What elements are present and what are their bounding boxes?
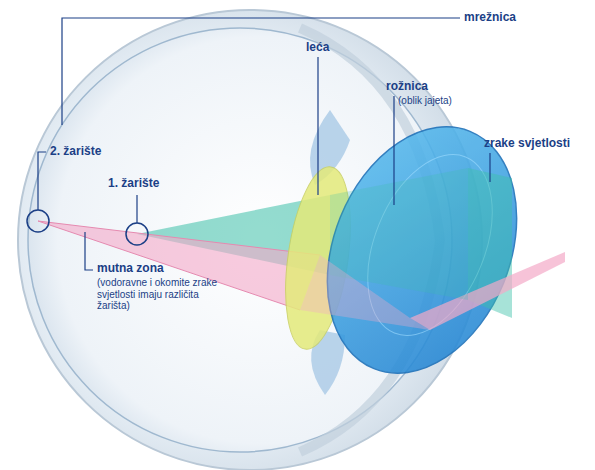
part-label: leća	[306, 41, 329, 55]
part-note: (oblik jajeta)	[398, 95, 452, 107]
focus-label: 1. žarište	[108, 177, 159, 191]
eyeball	[18, 10, 482, 470]
focus-circle	[126, 223, 148, 245]
focus-circle	[27, 210, 49, 232]
leader-lines	[38, 18, 490, 270]
part-label: zrake svjetlosti	[484, 137, 570, 151]
part-label: mrežnica	[464, 11, 516, 25]
focus-label: 2. žarište	[50, 145, 101, 159]
part-label: rožnica	[386, 80, 428, 94]
zone-note: (vodoravne i okomite zrake svjetlosti im…	[97, 277, 222, 312]
zone-label: mutna zona	[97, 262, 164, 276]
